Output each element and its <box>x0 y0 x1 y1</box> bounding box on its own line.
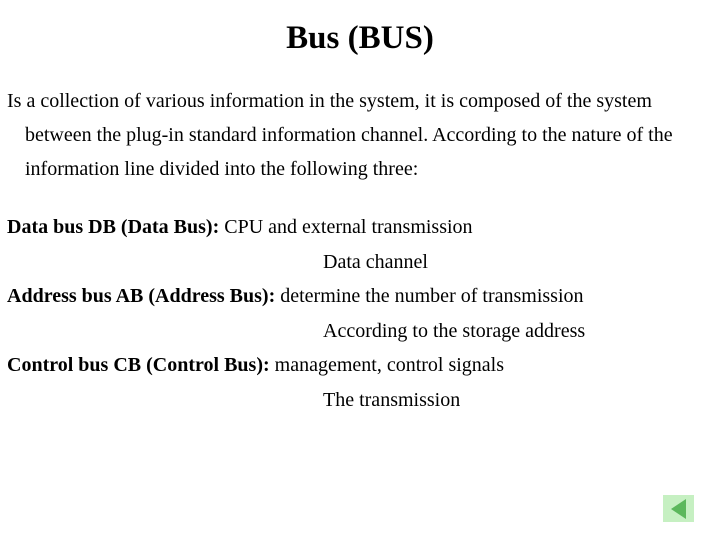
bus-continuation-label: Data channel <box>323 250 428 273</box>
bus-main-line: Control bus CB (Control Bus): management… <box>7 348 717 383</box>
bus-continuation-label: According to the storage address <box>323 319 586 342</box>
bus-description-label: management, control signals <box>269 354 505 376</box>
bus-description-label: determine the number of transmission <box>275 285 584 307</box>
bus-description-label: CPU and external transmission <box>219 216 473 238</box>
list-item: Data bus DB (Data Bus): CPU and external… <box>7 210 717 279</box>
page-title: Bus (BUS) <box>286 20 434 56</box>
bus-term-label: Data bus DB (Data Bus): <box>7 216 220 238</box>
bus-term-label: Address bus AB (Address Bus): <box>7 285 276 307</box>
bus-main-line: Data bus DB (Data Bus): CPU and external… <box>7 210 717 245</box>
list-item: Address bus AB (Address Bus): determine … <box>7 279 717 348</box>
list-item: Control bus CB (Control Bus): management… <box>7 348 717 417</box>
intro-paragraph: Is a collection of various information i… <box>7 90 673 180</box>
triangle-left-icon <box>671 498 686 519</box>
bus-continuation-label: The transmission <box>323 388 461 411</box>
bus-definition-list: Data bus DB (Data Bus): CPU and external… <box>7 210 717 417</box>
previous-slide-button[interactable] <box>663 495 694 522</box>
bus-main-line: Address bus AB (Address Bus): determine … <box>7 279 717 314</box>
bus-term-label: Control bus CB (Control Bus): <box>7 354 270 376</box>
